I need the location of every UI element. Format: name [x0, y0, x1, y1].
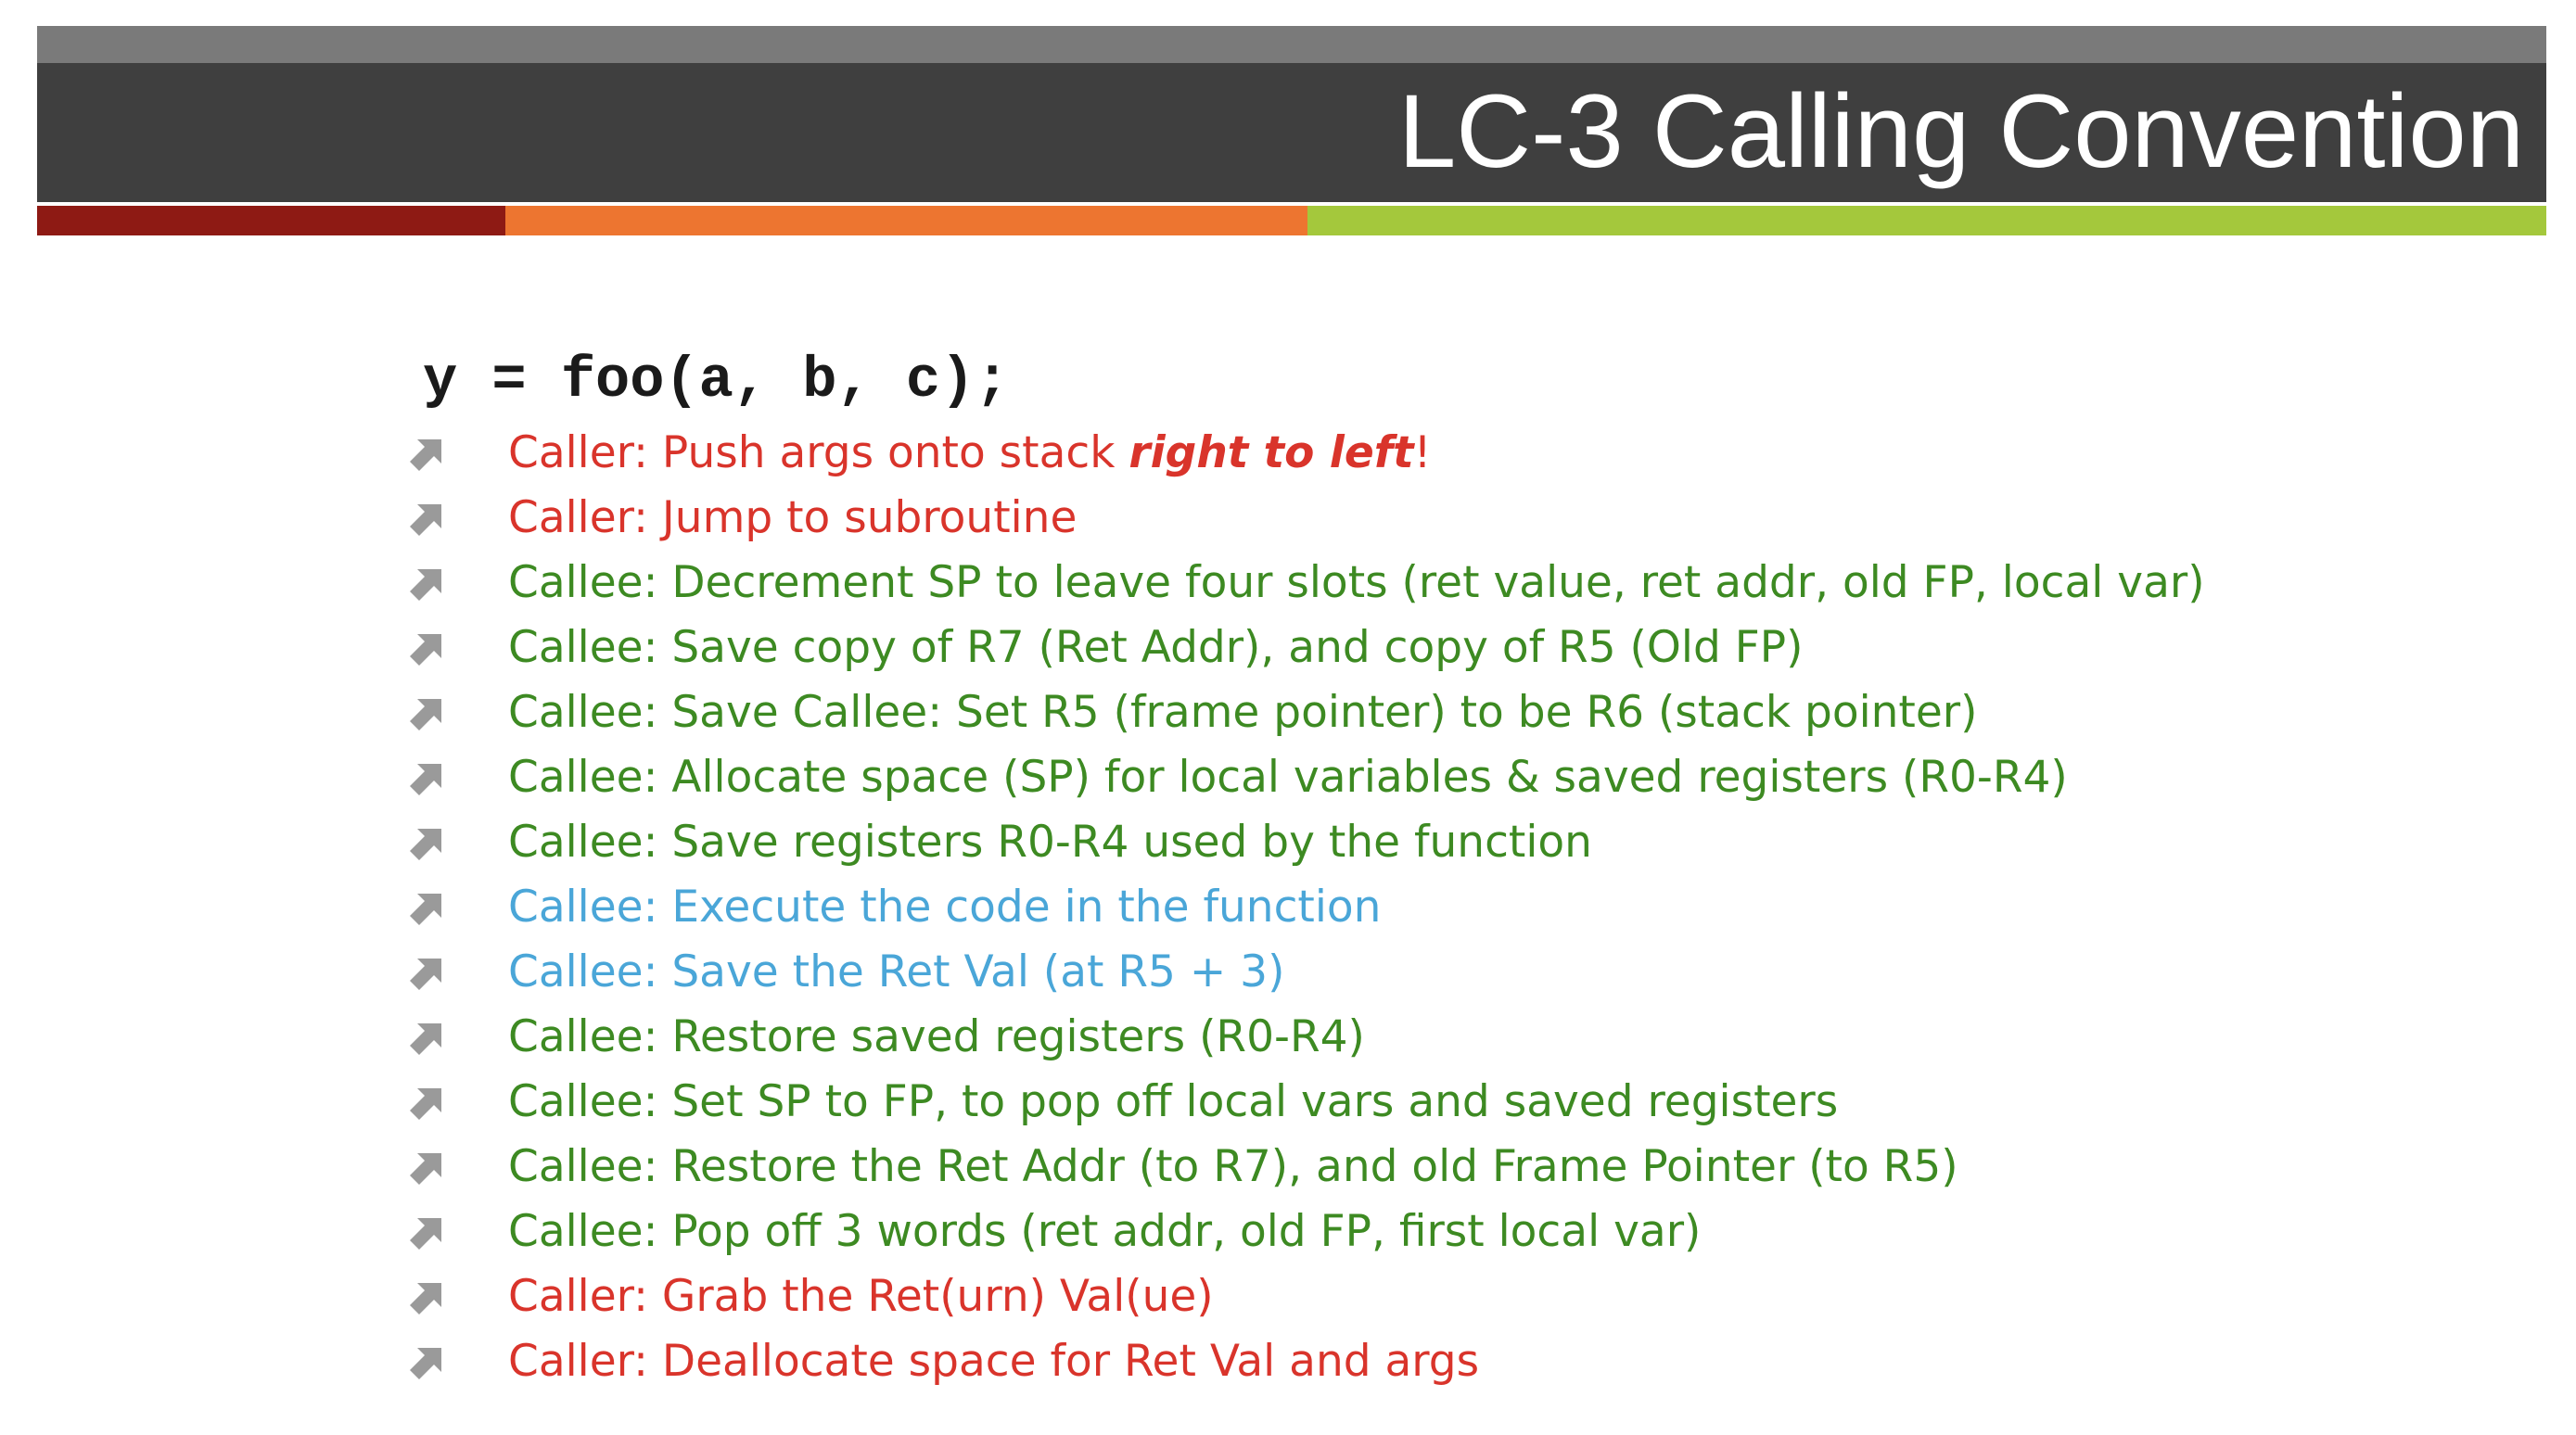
step-segment: Callee: Decrement SP to leave four slots…	[508, 557, 2205, 608]
step-segment: Callee: Save registers R0-R4 used by the…	[508, 817, 1592, 868]
step-text: Caller: Push args onto stack right to le…	[508, 421, 1431, 486]
step-segment: Caller: Grab the Ret(urn) Val(ue)	[508, 1271, 1214, 1322]
code-example: y = foo(a, b, c);	[423, 348, 1010, 413]
step-item: Callee: Set SP to FP, to pop off local v…	[408, 1070, 2494, 1135]
step-text: Callee: Restore saved registers (R0-R4)	[508, 1005, 1365, 1070]
step-item: Callee: Save the Ret Val (at R5 + 3)	[408, 940, 2494, 1005]
step-item: Callee: Restore saved registers (R0-R4)	[408, 1005, 2494, 1070]
step-segment: Callee: Save Callee: Set R5 (frame point…	[508, 687, 1978, 738]
header-top-strip	[37, 26, 2546, 63]
step-segment: Caller: Push args onto stack	[508, 427, 1129, 478]
arrow-up-right-icon	[410, 439, 441, 471]
accent-segment-red	[37, 206, 505, 235]
arrow-up-right-icon	[410, 1023, 441, 1055]
step-segment: Caller: Jump to subroutine	[508, 492, 1078, 543]
accent-bar	[37, 206, 2546, 235]
arrow-up-right-icon	[410, 959, 441, 990]
step-segment: Callee: Restore saved registers (R0-R4)	[508, 1011, 1365, 1062]
accent-segment-orange	[505, 206, 1307, 235]
step-item: Callee: Restore the Ret Addr (to R7), an…	[408, 1135, 2494, 1200]
step-text: Callee: Save the Ret Val (at R5 + 3)	[508, 940, 1284, 1005]
step-segment: Callee: Set SP to FP, to pop off local v…	[508, 1076, 1839, 1127]
step-item: Callee: Save registers R0-R4 used by the…	[408, 810, 2494, 875]
step-item: Caller: Deallocate space for Ret Val and…	[408, 1329, 2494, 1394]
arrow-up-right-icon	[410, 634, 441, 666]
step-text: Callee: Execute the code in the function	[508, 875, 1381, 940]
step-text: Caller: Deallocate space for Ret Val and…	[508, 1329, 1479, 1394]
arrow-up-right-icon	[410, 504, 441, 536]
step-text: Callee: Restore the Ret Addr (to R7), an…	[508, 1135, 1958, 1200]
step-text: Callee: Decrement SP to leave four slots…	[508, 551, 2205, 616]
step-item: Callee: Allocate space (SP) for local va…	[408, 745, 2494, 810]
step-item: Caller: Jump to subroutine	[408, 486, 2494, 551]
arrow-up-right-icon	[410, 1348, 441, 1379]
step-text: Callee: Allocate space (SP) for local va…	[508, 745, 2068, 810]
step-item: Callee: Pop off 3 words (ret addr, old F…	[408, 1200, 2494, 1264]
step-text: Callee: Pop off 3 words (ret addr, old F…	[508, 1200, 1701, 1264]
slide-content: y = foo(a, b, c); Caller: Push args onto…	[408, 341, 2494, 1394]
step-item: Callee: Decrement SP to leave four slots…	[408, 551, 2494, 616]
step-emphasis: right to left	[1129, 427, 1414, 478]
step-item: Caller: Push args onto stack right to le…	[408, 421, 2494, 486]
step-segment: Callee: Save copy of R7 (Ret Addr), and …	[508, 622, 1804, 673]
step-item: Callee: Save Callee: Set R5 (frame point…	[408, 680, 2494, 745]
steps-list: Caller: Push args onto stack right to le…	[408, 421, 2494, 1394]
arrow-up-right-icon	[410, 569, 441, 601]
arrow-up-right-icon	[410, 1218, 441, 1250]
arrow-up-right-icon	[410, 699, 441, 730]
step-text: Callee: Set SP to FP, to pop off local v…	[508, 1070, 1838, 1135]
arrow-up-right-icon	[410, 1283, 441, 1314]
step-segment: Callee: Execute the code in the function	[508, 882, 1382, 933]
step-item: Caller: Grab the Ret(urn) Val(ue)	[408, 1264, 2494, 1329]
step-segment: !	[1413, 427, 1432, 478]
step-text: Caller: Grab the Ret(urn) Val(ue)	[508, 1264, 1214, 1329]
title-bar: LC-3 Calling Convention	[37, 63, 2546, 202]
arrow-up-right-icon	[410, 1088, 441, 1120]
step-segment: Callee: Pop off 3 words (ret addr, old F…	[508, 1206, 1702, 1257]
arrow-up-right-icon	[410, 764, 441, 795]
slide-title: LC-3 Calling Convention	[1397, 73, 2524, 189]
step-item: Callee: Execute the code in the function	[408, 875, 2494, 940]
step-text: Callee: Save copy of R7 (Ret Addr), and …	[508, 616, 1803, 680]
step-text: Callee: Save registers R0-R4 used by the…	[508, 810, 1592, 875]
step-text: Callee: Save Callee: Set R5 (frame point…	[508, 680, 1977, 745]
step-segment: Callee: Save the Ret Val (at R5 + 3)	[508, 946, 1285, 997]
step-item: Callee: Save copy of R7 (Ret Addr), and …	[408, 616, 2494, 680]
step-text: Caller: Jump to subroutine	[508, 486, 1077, 551]
arrow-up-right-icon	[410, 829, 441, 860]
arrow-up-right-icon	[410, 1153, 441, 1185]
step-segment: Caller: Deallocate space for Ret Val and…	[508, 1336, 1480, 1387]
accent-segment-green	[1307, 206, 2546, 235]
step-segment: Callee: Restore the Ret Addr (to R7), an…	[508, 1141, 1958, 1192]
arrow-up-right-icon	[410, 894, 441, 925]
step-segment: Callee: Allocate space (SP) for local va…	[508, 752, 2068, 803]
